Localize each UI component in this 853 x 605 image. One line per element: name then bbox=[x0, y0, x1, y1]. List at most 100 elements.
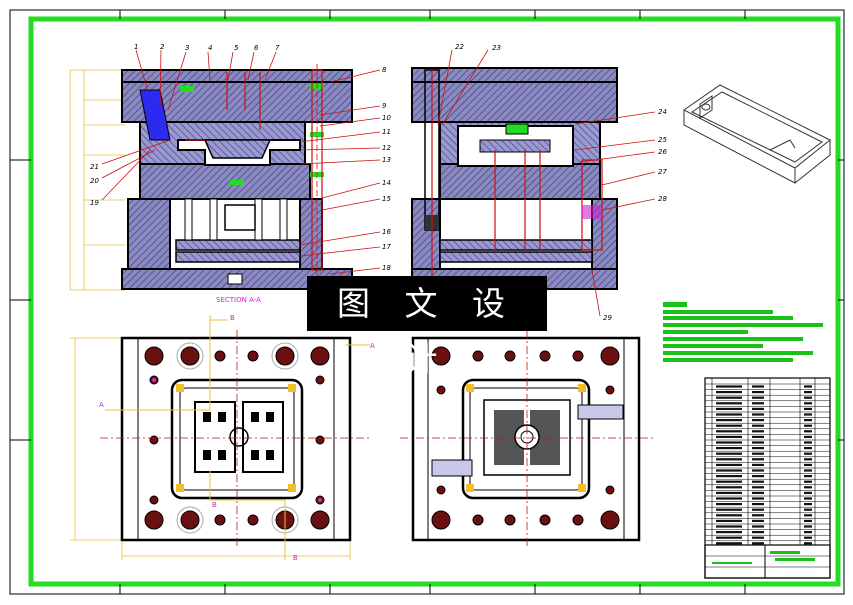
parts-row-qty bbox=[752, 475, 764, 478]
parts-row-text bbox=[716, 503, 742, 506]
parts-row-text bbox=[716, 531, 742, 534]
callout-10: 10 bbox=[382, 114, 391, 122]
parts-row-note bbox=[804, 419, 812, 422]
parts-row-text bbox=[716, 396, 742, 399]
parts-row-note bbox=[804, 469, 812, 472]
green-frame bbox=[28, 16, 841, 587]
parts-row-qty bbox=[752, 402, 764, 405]
watermark-banner: 图 文 设 计 bbox=[307, 276, 547, 378]
callout-9: 9 bbox=[382, 102, 387, 110]
section-view-left bbox=[69, 49, 381, 291]
callout-22: 22 bbox=[455, 43, 464, 51]
parts-row-text bbox=[716, 430, 742, 433]
callout-12: 12 bbox=[382, 144, 391, 152]
parts-row-note bbox=[804, 503, 812, 506]
parts-row-note bbox=[804, 441, 812, 444]
section-mark-a-right: A bbox=[370, 342, 375, 350]
parts-row-text bbox=[716, 385, 742, 388]
plan-view-left: A A B B B bbox=[70, 314, 375, 562]
parts-row-text bbox=[716, 480, 742, 483]
parts-row-text bbox=[716, 463, 742, 466]
callout-25: 25 bbox=[658, 136, 667, 144]
parts-row-note bbox=[804, 491, 812, 494]
parts-row-text bbox=[716, 525, 742, 528]
parts-row-note bbox=[804, 413, 812, 416]
parts-row-text bbox=[716, 469, 742, 472]
parts-row-qty bbox=[752, 385, 764, 388]
parts-row-text bbox=[716, 536, 742, 539]
parts-row-qty bbox=[752, 391, 764, 394]
parts-row-text bbox=[716, 458, 742, 461]
technical-notes bbox=[663, 302, 823, 362]
callout-11: 11 bbox=[382, 128, 391, 136]
parts-row-qty bbox=[752, 542, 764, 545]
callout-28: 28 bbox=[658, 195, 667, 203]
parts-row-note bbox=[804, 424, 812, 427]
parts-row-qty bbox=[752, 486, 764, 489]
parts-row-note bbox=[804, 391, 812, 394]
parts-row-note bbox=[804, 407, 812, 410]
parts-row-text bbox=[716, 391, 742, 394]
parts-row-qty bbox=[752, 463, 764, 466]
callout-2: 2 bbox=[160, 43, 165, 51]
parts-row-note bbox=[804, 525, 812, 528]
callout-1: 1 bbox=[134, 43, 138, 51]
parts-row-note bbox=[804, 486, 812, 489]
parts-row-note bbox=[804, 531, 812, 534]
callout-20: 20 bbox=[90, 177, 99, 185]
callout-5: 5 bbox=[234, 44, 239, 52]
parts-row-note bbox=[804, 458, 812, 461]
parts-row-text bbox=[716, 519, 742, 522]
parts-row-text bbox=[716, 508, 742, 511]
callouts-right: 22 23 24 25 26 27 28 29 bbox=[455, 43, 667, 322]
callout-19: 19 bbox=[90, 199, 99, 207]
callout-6: 6 bbox=[254, 44, 259, 52]
section-mark-a-left: A bbox=[99, 401, 104, 409]
section-label: SECTION A-A bbox=[216, 296, 261, 304]
callouts-left: 1 2 3 4 5 6 7 8 9 10 11 12 13 14 15 16 1… bbox=[90, 43, 391, 272]
parts-row-qty bbox=[752, 413, 764, 416]
parts-row-qty bbox=[752, 452, 764, 455]
parts-row-note bbox=[804, 542, 812, 545]
parts-row-qty bbox=[752, 424, 764, 427]
parts-list-table bbox=[704, 377, 831, 579]
parts-row-note bbox=[804, 452, 812, 455]
parts-row-text bbox=[716, 475, 742, 478]
callout-26: 26 bbox=[658, 148, 667, 156]
parts-row-text bbox=[716, 441, 742, 444]
parts-row-qty bbox=[752, 508, 764, 511]
section-mark-b-bottom: B bbox=[293, 554, 298, 562]
parts-row-note bbox=[804, 435, 812, 438]
frame-ticks bbox=[10, 10, 844, 594]
parts-row-qty bbox=[752, 531, 764, 534]
parts-row-qty bbox=[752, 430, 764, 433]
parts-row-note bbox=[804, 385, 812, 388]
callout-16: 16 bbox=[382, 228, 391, 236]
callout-15: 15 bbox=[382, 195, 391, 203]
parts-row-qty bbox=[752, 519, 764, 522]
parts-row-qty bbox=[752, 441, 764, 444]
parts-row-text bbox=[716, 435, 742, 438]
parts-row-text bbox=[716, 542, 742, 545]
callout-13: 13 bbox=[382, 156, 391, 164]
parts-row-qty bbox=[752, 447, 764, 450]
plan-view-right bbox=[400, 330, 655, 548]
parts-row-qty bbox=[752, 491, 764, 494]
parts-row-note bbox=[804, 447, 812, 450]
parts-row-qty bbox=[752, 503, 764, 506]
parts-row-qty bbox=[752, 458, 764, 461]
parts-row-text bbox=[716, 452, 742, 455]
parts-row-qty bbox=[752, 536, 764, 539]
parts-row-text bbox=[716, 407, 742, 410]
parts-row-qty bbox=[752, 407, 764, 410]
parts-row-text bbox=[716, 497, 742, 500]
callout-8: 8 bbox=[382, 66, 387, 74]
callout-21: 21 bbox=[90, 163, 99, 171]
parts-row-note bbox=[804, 402, 812, 405]
parts-row-qty bbox=[752, 435, 764, 438]
parts-row-note bbox=[804, 536, 812, 539]
callout-23: 23 bbox=[492, 44, 501, 52]
parts-row-text bbox=[716, 486, 742, 489]
callout-17: 17 bbox=[382, 243, 391, 251]
